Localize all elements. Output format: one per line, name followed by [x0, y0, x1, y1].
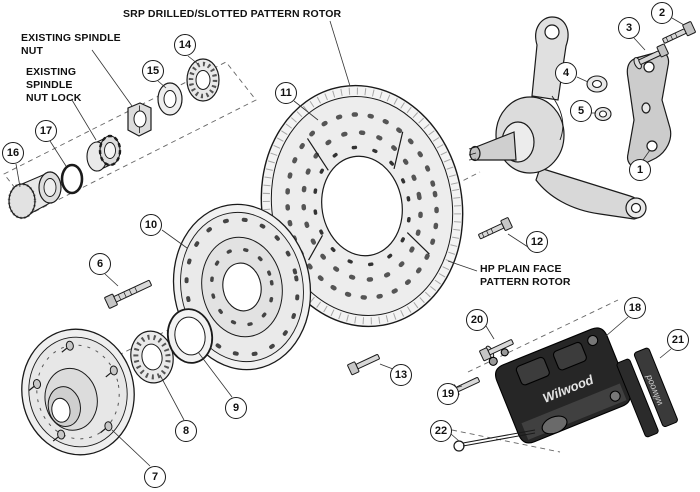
callout-1: 1	[629, 159, 651, 181]
callout-17: 17	[35, 120, 57, 142]
rotor-bolt	[478, 217, 513, 240]
callout-4: 4	[555, 62, 577, 84]
spindle-nut-lock	[86, 134, 122, 172]
callout-7: 7	[144, 466, 166, 488]
inner-bearing	[130, 330, 174, 384]
callout-13: 13	[390, 364, 412, 386]
drilled-slotted-rotor	[260, 84, 464, 328]
hat-bolt	[347, 354, 380, 376]
callout-16: 16	[2, 142, 24, 164]
caliper-mounting-bracket	[626, 51, 672, 168]
leader-lines	[15, 17, 685, 467]
label-srp-rotor: SRP DRILLED/SLOTTED PATTERN ROTOR	[123, 8, 342, 20]
spindle-washer	[157, 82, 183, 116]
hub	[21, 328, 135, 456]
callout-5: 5	[570, 100, 592, 122]
o-ring	[60, 163, 84, 195]
callout-6: 6	[89, 253, 111, 275]
callout-2: 2	[651, 2, 673, 24]
callout-20: 20	[466, 309, 488, 331]
label-hp-rotor: HP PLAIN FACE PATTERN ROTOR	[480, 263, 571, 289]
callout-3: 3	[618, 17, 640, 39]
wheel-studs	[28, 340, 118, 442]
bracket-washers	[586, 75, 612, 122]
race-seal	[166, 308, 214, 364]
label-existing-spindle-nut: EXISTING SPINDLE NUT	[21, 32, 121, 58]
callout-8: 8	[175, 420, 197, 442]
callout-14: 14	[174, 34, 196, 56]
label-existing-spindle-nut-lock: EXISTING SPINDLE NUT LOCK	[26, 66, 82, 105]
cotter-pin	[453, 429, 536, 452]
hub-bolt	[104, 279, 152, 309]
bracket-bolt-upper	[662, 21, 696, 44]
callout-10: 10	[140, 214, 162, 236]
callout-22: 22	[430, 420, 452, 442]
callout-18: 18	[624, 297, 646, 319]
brake-caliper: Wilwood	[488, 327, 631, 444]
callout-9: 9	[225, 397, 247, 419]
spindle-knuckle	[468, 16, 647, 220]
callout-15: 15	[142, 60, 164, 82]
outer-bearing	[186, 58, 220, 102]
callout-11: 11	[275, 82, 297, 104]
callout-19: 19	[437, 383, 459, 405]
callout-12: 12	[526, 231, 548, 253]
bracket-bolt-lower	[633, 43, 669, 70]
dust-cap	[7, 171, 62, 220]
callout-21: 21	[667, 329, 689, 351]
caliper-bolt-upper	[479, 339, 514, 362]
spindle-nut	[127, 102, 152, 137]
rotor-hat	[172, 203, 312, 371]
